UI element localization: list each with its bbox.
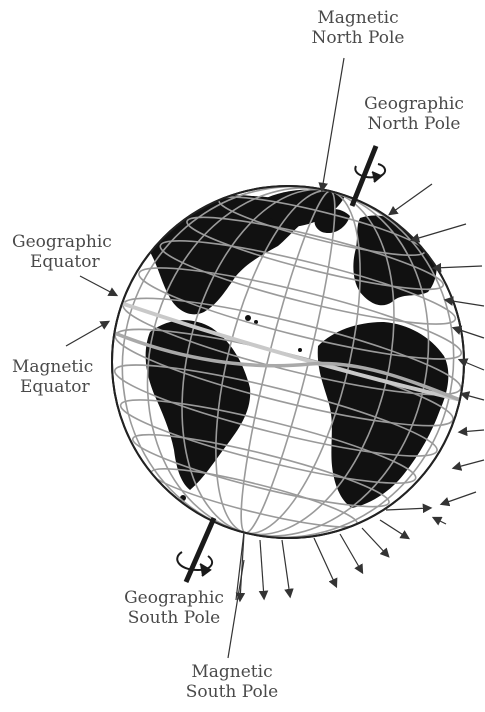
magnetic-equator-line <box>112 330 464 406</box>
label-geographic-north-pole: Geographic North Pole <box>352 94 476 134</box>
axis-bottom <box>183 516 217 584</box>
africa-landmass <box>317 322 449 508</box>
label-line: Magnetic <box>191 662 273 682</box>
rotation-arrow-icon <box>176 551 214 577</box>
label-line: Geographic <box>124 588 224 608</box>
geographic-equator-line <box>112 298 464 404</box>
label-line: North Pole <box>367 114 461 134</box>
label-line: North Pole <box>311 28 405 48</box>
field-arrow-icon <box>235 183 485 603</box>
arctic-islands <box>314 208 350 234</box>
label-geographic-equator: Geographic Equator <box>12 232 112 272</box>
label-line: Geographic <box>364 94 464 114</box>
europe-landmass <box>353 215 437 306</box>
label-magnetic-equator: Magnetic Equator <box>12 357 93 397</box>
label-line: Geographic <box>12 232 112 252</box>
label-line: South Pole <box>127 608 221 628</box>
label-line: South Pole <box>185 682 279 702</box>
north-america-landmass <box>150 195 318 315</box>
label-line: Magnetic <box>317 8 399 28</box>
label-magnetic-north-pole: Magnetic North Pole <box>296 8 420 48</box>
label-line: Equator <box>30 252 100 272</box>
label-magnetic-south-pole: Magnetic South Pole <box>170 662 294 702</box>
label-line: Magnetic <box>12 357 94 377</box>
label-geographic-south-pole: Geographic South Pole <box>112 588 236 628</box>
label-line: Equator <box>20 377 90 397</box>
rotation-arrow-icon <box>354 163 386 183</box>
